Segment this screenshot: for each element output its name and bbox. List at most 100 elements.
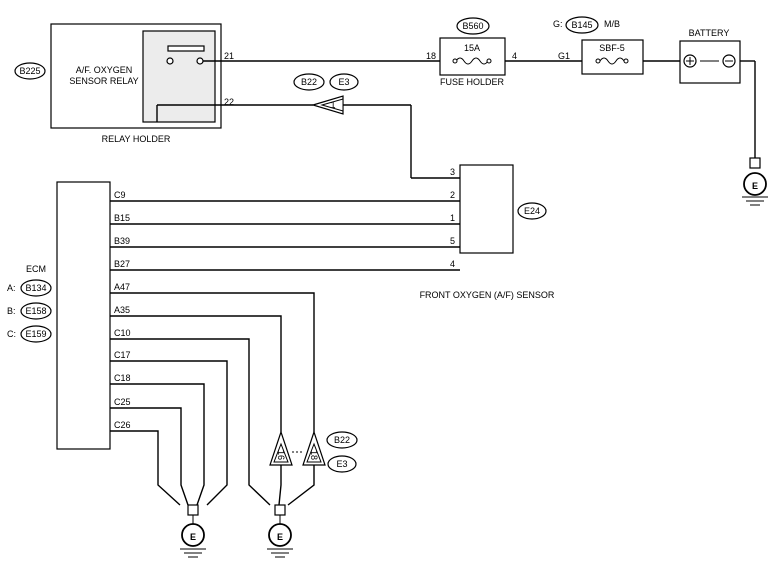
relay-label-line2: SENSOR RELAY [69, 76, 138, 86]
ecm-conn-c-code: E159 [25, 329, 46, 339]
ecm-term-a35: A35 [114, 305, 130, 315]
sensor-label: FRONT OXYGEN (A/F) SENSOR [420, 290, 555, 300]
fuse-terminal-right [486, 58, 492, 64]
relay-connector-code: B225 [19, 66, 40, 76]
ground-joint-tri-b-inner [306, 442, 322, 463]
sensor-connector-code: E24 [524, 206, 540, 216]
ground-joint-pin-a: 16 [276, 450, 286, 460]
sensor-pin-5: 5 [450, 236, 455, 246]
ecm-term-a47: A47 [114, 282, 130, 292]
wire-a47 [110, 292, 315, 432]
main-fuse-box: G: B145 M/B SBF-5 G1 [553, 16, 644, 75]
relay-contact-right [196, 57, 204, 65]
relay-contact-left [166, 57, 174, 65]
wire-a35 [110, 315, 282, 432]
ground-joint-tri-a-inner [273, 442, 289, 463]
ground-joint-pin-b: 18 [309, 450, 319, 460]
signal-wires: C9 B15 B39 B27 [110, 190, 460, 271]
wire-c26 [110, 430, 181, 506]
joint-right-bubble [329, 73, 359, 91]
ecm-label: ECM [26, 264, 46, 274]
wire-joint-a-ground [278, 465, 282, 506]
ecm-term-c26: C26 [114, 420, 131, 430]
fuse-holder: B560 15A 18 4 FUSE HOLDER [426, 17, 517, 87]
ground-terminal [187, 504, 199, 516]
mb-pin-g1: G1 [558, 51, 570, 61]
ecm-term-c10: C10 [114, 328, 131, 338]
ground-wires: A47 A35 C10 C17 C18 C25 C26 [110, 282, 315, 506]
sbf-box [581, 39, 644, 75]
mb-connector-code: B145 [571, 20, 592, 30]
ecm-term-b39: B39 [114, 236, 130, 246]
ecm-conn-b-code: E158 [25, 306, 46, 316]
ecm-term-c9: C9 [114, 190, 126, 200]
wire-joint-b-ground [287, 465, 315, 506]
relay-pin-21: 21 [224, 51, 234, 61]
joint-triangle-inner [320, 98, 344, 112]
ecm-conn-b-prefix: B: [7, 306, 16, 316]
ground-symbol-ecm-1: E [180, 504, 206, 558]
sensor-pin-3: 3 [450, 167, 455, 177]
ground-label: E [752, 181, 758, 191]
ground-symbol-battery: E [742, 157, 768, 206]
sensor-pin-4: 4 [450, 259, 455, 269]
ecm: ECM A: B134 B: E158 C: E159 [7, 181, 111, 450]
battery: BATTERY [679, 28, 756, 158]
sensor-connector-bubble [517, 202, 547, 220]
wire-c17 [110, 360, 228, 506]
ecm-conn-a-bubble [20, 279, 52, 297]
ecm-conn-a-code: B134 [25, 283, 46, 293]
fuse-rating: 15A [464, 43, 480, 53]
ground-terminal [749, 157, 761, 169]
ecm-conn-a-prefix: A: [7, 283, 16, 293]
ecm-conn-c-bubble [20, 325, 52, 343]
relay-holder-label: RELAY HOLDER [102, 134, 171, 144]
battery-label: BATTERY [689, 28, 730, 38]
joint-left-bubble [293, 73, 325, 91]
relay-connector-bubble [14, 62, 46, 80]
ground-joint-top-code: B22 [334, 435, 350, 445]
fuse-holder-box [439, 37, 506, 76]
sbf-terminal-left [595, 58, 601, 64]
ecm-term-b27: B27 [114, 259, 130, 269]
ground-joint-bottom-bubble [327, 455, 357, 473]
fuse-holder-connector-bubble [456, 17, 490, 35]
sbf-fuse-symbol [599, 57, 625, 65]
ground-terminal [274, 504, 286, 516]
joint-left-code: B22 [301, 77, 317, 87]
sensor-pin-2: 2 [450, 190, 455, 200]
wire-c10 [110, 338, 271, 506]
ground-joint-bottom-code: E3 [336, 459, 347, 469]
fuse-holder-connector-code: B560 [462, 21, 483, 31]
fuse-pin-4: 4 [512, 51, 517, 61]
ground-symbol-ecm-2: E [267, 504, 293, 558]
ground-circle [743, 172, 767, 196]
relay-holder: A/F. OXYGEN SENSOR RELAY RELAY HOLDER B2… [14, 23, 234, 144]
ground-label: E [190, 532, 196, 542]
relay-body [142, 30, 216, 123]
mb-suffix: M/B [604, 19, 620, 29]
front-oxygen-sensor: E24 FRONT OXYGEN (A/F) SENSOR 3 2 1 5 4 [420, 164, 555, 300]
relay-label-line1: A/F. OXYGEN [76, 65, 133, 75]
joint-connector: B22 E3 1 [293, 73, 359, 115]
ecm-conn-b-bubble [20, 302, 52, 320]
ground-joint-top-bubble [326, 431, 358, 449]
ecm-term-c25: C25 [114, 397, 131, 407]
relay-pin-22: 22 [224, 97, 234, 107]
ground-joint-connector: 16 18 B22 E3 [269, 430, 358, 506]
wire-c18 [110, 383, 205, 506]
sensor-box [459, 164, 514, 254]
relay-contact-bar [167, 45, 205, 52]
sbf-label: SBF-5 [599, 43, 625, 53]
ecm-term-c18: C18 [114, 373, 131, 383]
mb-prefix: G: [553, 19, 563, 29]
wire-c25 [110, 407, 189, 506]
ground-label: E [277, 532, 283, 542]
joint-pin: 1 [330, 100, 335, 110]
ecm-conn-c-prefix: C: [7, 329, 16, 339]
joint-right-code: E3 [338, 77, 349, 87]
sensor-pin-1: 1 [450, 213, 455, 223]
fuse-holder-fuse-symbol [455, 57, 489, 65]
fuse-terminal-left [452, 58, 458, 64]
